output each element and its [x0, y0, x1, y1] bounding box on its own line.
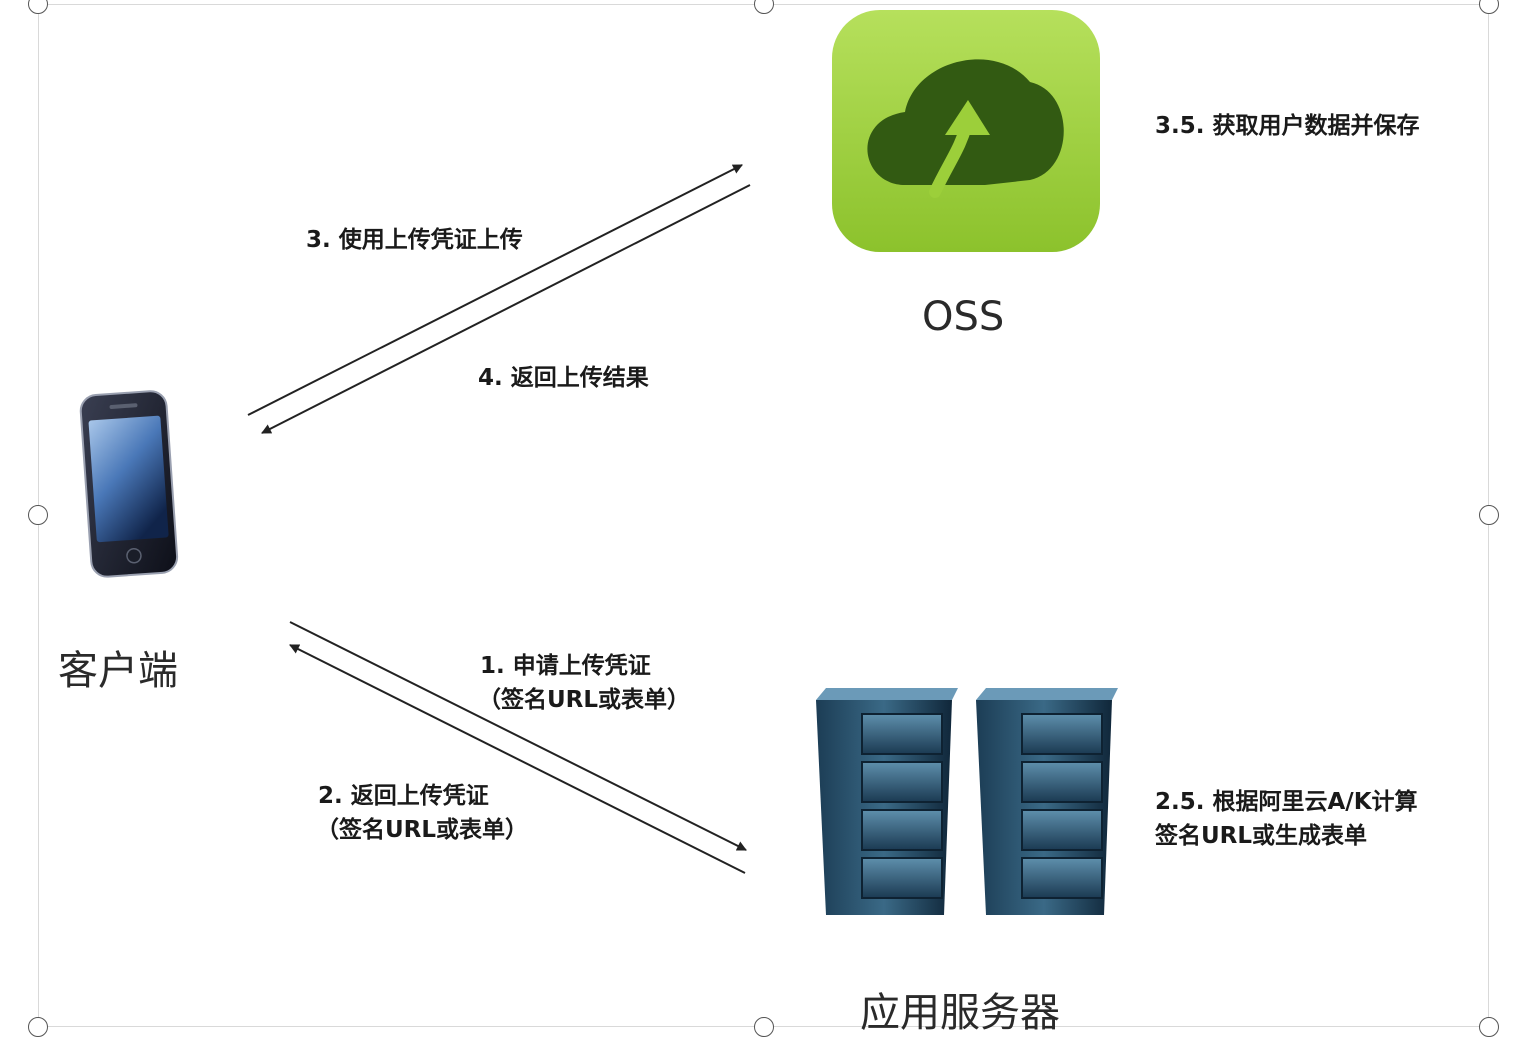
arrow-upload [247, 164, 743, 416]
resize-handle-bottom-center[interactable] [754, 1017, 774, 1037]
step-1-label-line2: （签名URL或表单） [478, 687, 691, 713]
client-label: 客户端 [58, 648, 178, 694]
step-1-label-line1: 1. 申请上传凭证 [480, 653, 651, 679]
step-2-label-line2: （签名URL或表单） [316, 817, 529, 843]
arrow-return-credential [289, 644, 746, 874]
step-2-5-label-line2: 签名URL或生成表单 [1155, 823, 1368, 849]
arrow-request-credential [289, 621, 747, 851]
resize-handle-middle-left[interactable] [28, 505, 48, 525]
resize-handle-bottom-left[interactable] [28, 1017, 48, 1037]
resize-handle-middle-right[interactable] [1479, 505, 1499, 525]
arrow-upload-result [261, 184, 751, 434]
step-2-label-line1: 2. 返回上传凭证 [318, 783, 489, 809]
resize-handle-top-center[interactable] [754, 0, 774, 14]
resize-handle-top-left[interactable] [28, 0, 48, 14]
step-3-label: 3. 使用上传凭证上传 [306, 227, 523, 253]
server-label: 应用服务器 [860, 990, 1060, 1036]
oss-label: OSS [922, 294, 1005, 340]
resize-handle-bottom-right[interactable] [1479, 1017, 1499, 1037]
resize-handle-top-right[interactable] [1479, 0, 1499, 14]
step-2-5-label-line1: 2.5. 根据阿里云A/K计算 [1155, 789, 1418, 815]
step-3-5-label: 3.5. 获取用户数据并保存 [1155, 113, 1420, 139]
step-4-label: 4. 返回上传结果 [478, 365, 649, 391]
